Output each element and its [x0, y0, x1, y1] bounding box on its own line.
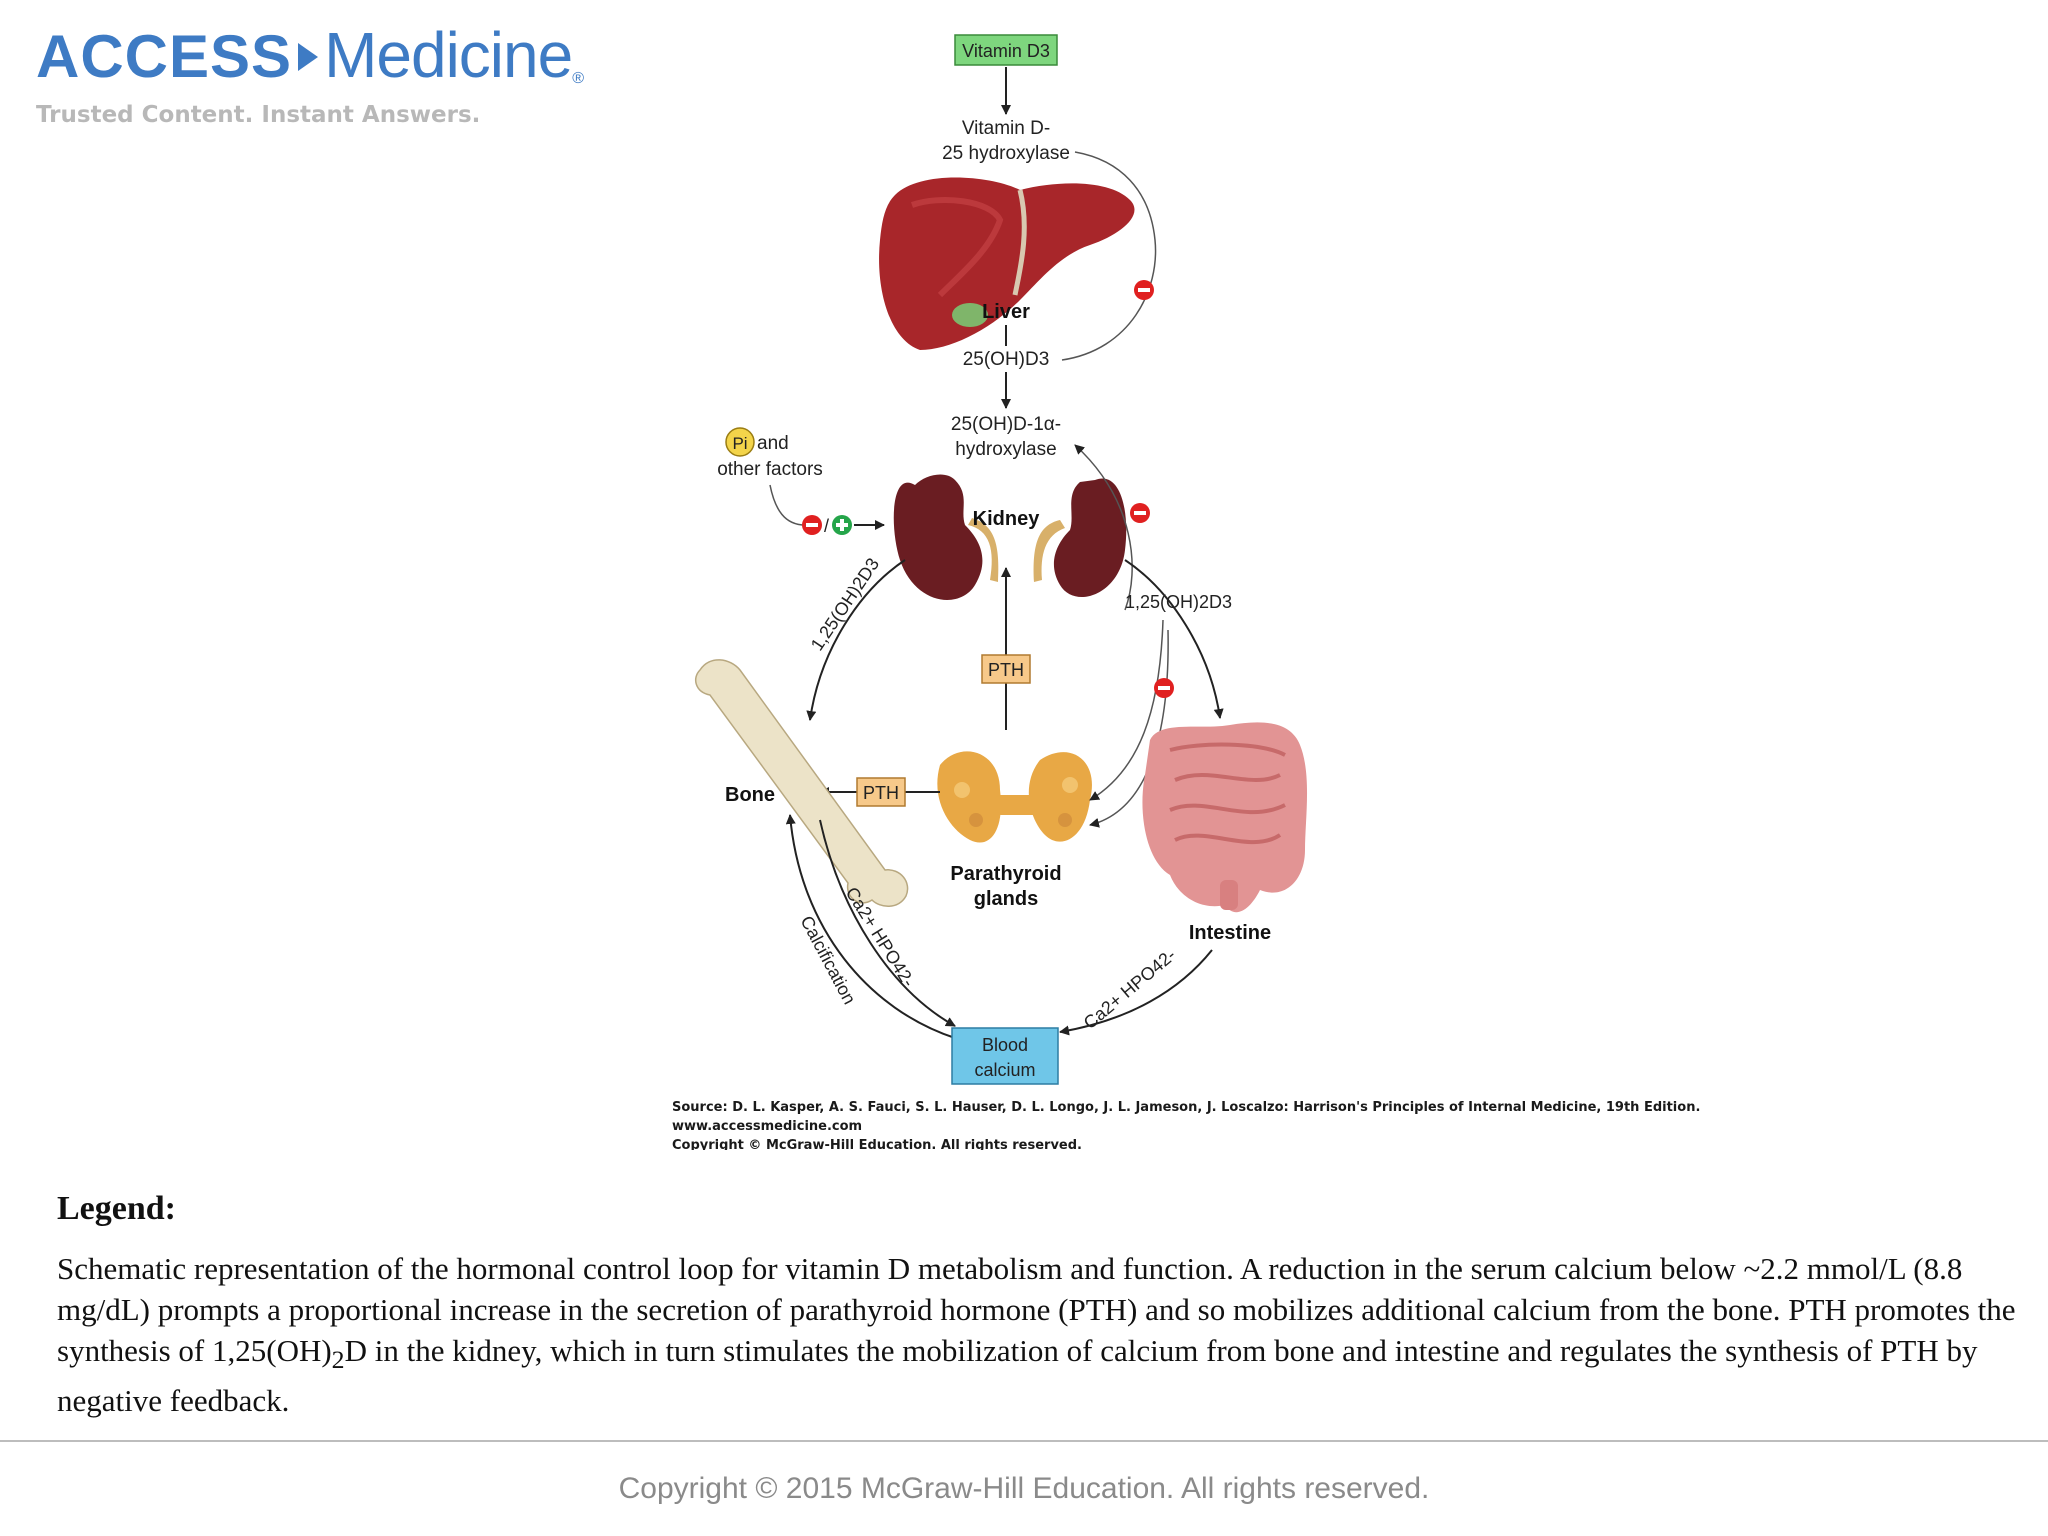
footer-copyright: Copyright © 2015 McGraw-Hill Education. … [618, 1472, 1430, 1505]
pth-vertical-label: PTH [988, 660, 1024, 680]
parathyroid-line1: Parathyroid [950, 863, 1061, 885]
vitamin-d-diagram: Vitamin D3 Vitamin D- 25 hydroxylase Liv… [300, 30, 1810, 1150]
legend-text-part1: Schematic representation of the hormonal… [57, 1251, 2016, 1368]
arrow-kidney-to-bone [806, 559, 906, 721]
arrow-bone-to-blood [819, 819, 956, 1027]
hydroxylase-1a-line2: hydroxylase [955, 439, 1056, 460]
blood-calcium-line2: calcium [974, 1060, 1035, 1080]
parathyroid-illustration [937, 751, 1092, 843]
liver-feedback-arc [1061, 151, 1157, 361]
pth-horizontal-label: PTH [863, 783, 899, 803]
logo-tagline: Trusted Content. Instant Answers. [36, 102, 481, 128]
source-line3: Copyright © McGraw-Hill Education. All r… [672, 1138, 1082, 1150]
parathyroid-line2: glands [974, 888, 1038, 910]
intestine-illustration [1142, 722, 1308, 913]
ca-hpo4-right-label: Ca2+ HPO42- [1080, 945, 1180, 1033]
logo-wordmark: ACCESS Medicine® [36, 18, 584, 92]
diagram-svg: Vitamin D3 Vitamin D- 25 hydroxylase Liv… [672, 34, 1700, 1150]
pth-vertical-box [981, 654, 1031, 684]
footer-divider [0, 1440, 2048, 1442]
pth-horizontal-box [856, 777, 906, 807]
blood-calcium-line1: Blood [982, 1035, 1028, 1055]
pi-factors-line2: other factors [717, 459, 823, 480]
legend-text-subscript: 2 [331, 1345, 345, 1375]
arrow-calcification [785, 814, 956, 1039]
pi-stimulate-plus-v [840, 519, 844, 531]
registered-mark: ® [572, 70, 584, 87]
kidney-illustration [893, 474, 1127, 600]
kidney-feedback-arc [1074, 444, 1133, 611]
calcitriol-right-label: 1,25(OH)2D3 [1125, 592, 1232, 612]
metabolite-25oh-label: 25(OH)D3 [963, 349, 1050, 370]
pi-inhibit-minus [806, 523, 818, 527]
phosphate-icon [725, 427, 755, 457]
intestine-label: Intestine [1189, 922, 1271, 944]
source-line2: www.accessmedicine.com [672, 1119, 862, 1134]
parathyroid-inhibit-minus [1158, 686, 1170, 690]
vitamin-d3-box [954, 34, 1058, 66]
bone-illustration [694, 659, 909, 907]
kidney-label: Kidney [973, 508, 1041, 530]
parathyroid-feedback-arc [1089, 619, 1164, 801]
arrow-intestine-to-blood [1059, 949, 1213, 1036]
hydroxylase-25-line2: 25 hydroxylase [942, 143, 1070, 164]
pi-factors-curve [769, 484, 806, 526]
liver-illustration [879, 177, 1135, 350]
accessmedicine-logo[interactable]: ACCESS Medicine® Trusted Content. Instant… [36, 18, 636, 138]
bone-label: Bone [725, 784, 775, 806]
kidney-inhibit-minus [1134, 511, 1146, 515]
legend-text-part2: D in the kidney, which in turn stimulate… [57, 1333, 1978, 1419]
liver-label: Liver [982, 301, 1030, 323]
pi-factors-line1: and [757, 433, 789, 454]
hydroxylase-1a-line1: 25(OH)D-1α- [951, 414, 1061, 435]
phosphate-symbol: Pi [732, 434, 747, 453]
blood-calcium-box [951, 1027, 1059, 1085]
calcification-label: Calcification [796, 912, 859, 1007]
liver-inhibit-minus [1138, 288, 1150, 292]
legend-text: Schematic representation of the hormonal… [57, 1248, 2047, 1421]
arrow-kidney-to-intestine [1124, 559, 1224, 719]
hydroxylase-25-line1: Vitamin D- [962, 118, 1050, 139]
pi-slash: / [824, 516, 829, 536]
legend-title: Legend: [57, 1190, 176, 1227]
calcitriol-left-label: 1,25(OH)2D3 [807, 554, 883, 654]
source-line1: Source: D. L. Kasper, A. S. Fauci, S. L.… [672, 1100, 1700, 1115]
vitamin-d3-label: Vitamin D3 [962, 41, 1050, 61]
logo-arrow-icon [298, 43, 319, 71]
logo-medicine-text: Medicine [324, 19, 573, 91]
logo-access-text: ACCESS [36, 23, 293, 90]
